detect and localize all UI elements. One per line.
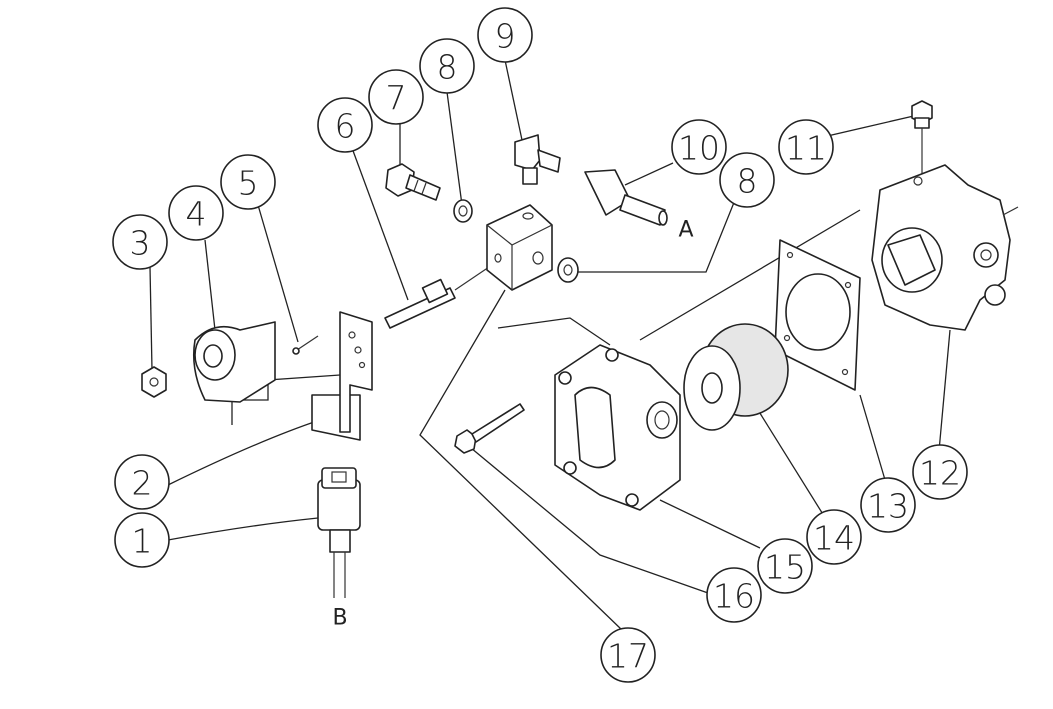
svg-text:8: 8 [737,162,758,201]
svg-text:11: 11 [785,129,827,168]
svg-text:14: 14 [813,519,855,558]
svg-text:15: 15 [764,548,806,587]
svg-text:8: 8 [437,48,458,87]
svg-text:9: 9 [495,17,516,56]
callout-11: 11 [778,119,834,175]
callout-14: 14 [806,509,862,565]
callout-4: 4 [168,185,224,241]
svg-text:3: 3 [130,224,151,263]
part-12-pump-body [871,164,1019,331]
svg-text:2: 2 [132,464,153,503]
callout-2: 2 [114,454,170,510]
callout-16: 16 [706,567,762,623]
label-b: B [332,606,347,631]
callout-5: 5 [220,154,276,210]
part-7-banjo-bolt [385,163,441,201]
label-a: A [678,218,693,243]
callout-7: 7 [368,69,424,125]
svg-text:4: 4 [186,195,207,234]
svg-text:7: 7 [386,79,407,118]
svg-text:1: 1 [132,522,153,561]
svg-text:6: 6 [335,107,356,146]
callout-17: 17 [600,627,656,683]
valve-block [486,204,553,291]
part-6-stem [384,264,493,329]
callout-15: 15 [757,538,813,594]
svg-text:13: 13 [867,487,909,526]
callout-1: 1 [114,512,170,568]
svg-text:12: 12 [919,454,961,493]
part-4-coil [192,321,276,403]
part-11-plug-bolt [911,100,933,175]
part-16-bolt [454,403,525,454]
callout-8-lower: 8 [719,152,775,208]
part-3-nut [141,366,167,398]
part-14-filter [683,323,789,431]
part-1-connector [317,467,361,598]
part-13-gasket [774,239,861,391]
svg-text:10: 10 [678,129,720,168]
part-5-screw [292,335,319,355]
callout-6: 6 [317,97,373,153]
svg-text:16: 16 [713,577,755,616]
part-9-elbow-fitting [514,134,561,185]
part-2-bracket [311,311,373,441]
part-15-filter-cover [554,344,681,511]
svg-text:17: 17 [607,637,649,676]
part-10-nozzle [584,169,668,226]
part-8-washers [453,199,579,283]
svg-text:5: 5 [238,164,259,203]
callout-8-upper: 8 [419,38,475,94]
callout-10: 10 [671,119,727,175]
callout-9: 9 [477,7,533,63]
callout-12: 12 [912,444,968,500]
callout-13: 13 [860,477,916,533]
callout-3: 3 [112,214,168,270]
